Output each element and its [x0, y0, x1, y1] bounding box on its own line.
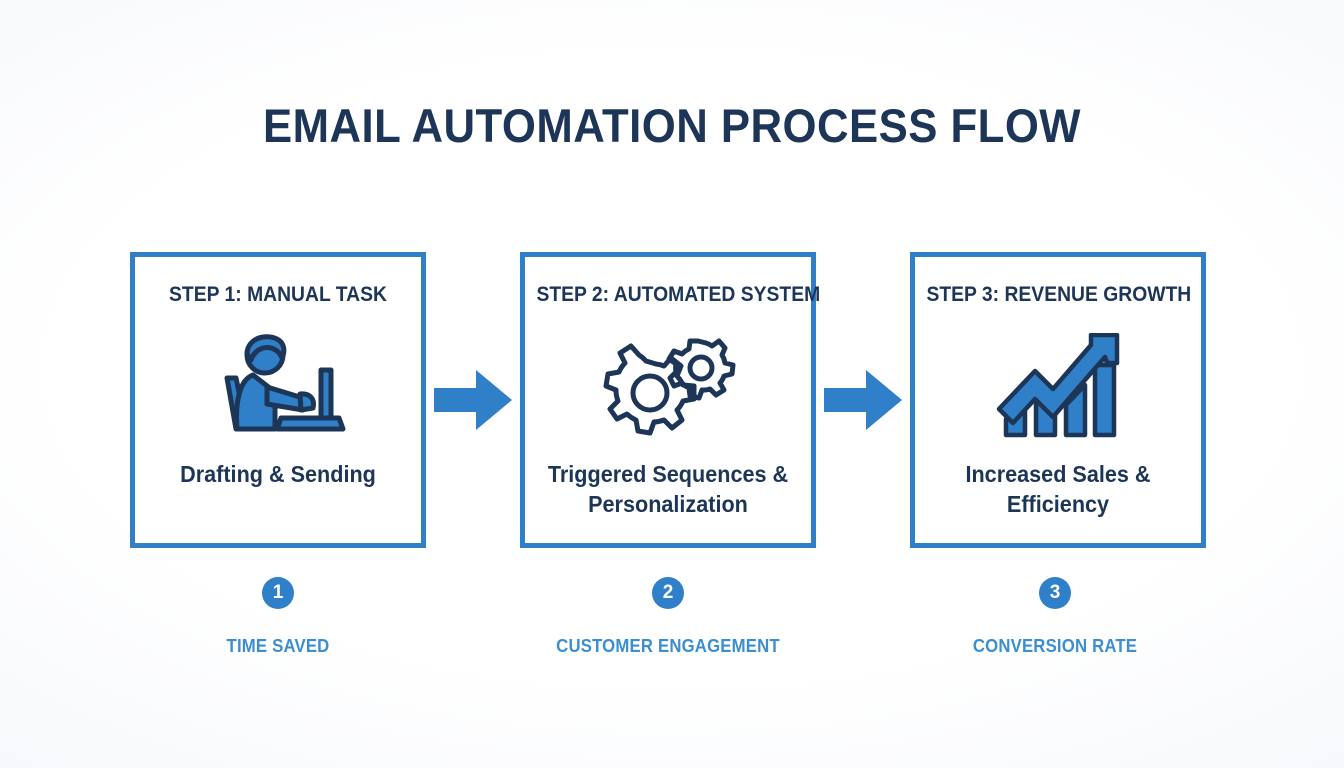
step-card-2-title: STEP 2: AUTOMATED SYSTEM [536, 283, 821, 306]
arrow-step2-to-step3 [824, 368, 902, 432]
metric-label-3: CONVERSION RATE [972, 636, 1138, 656]
metric-label-1: TIME SAVED [226, 636, 330, 656]
step-badge-3[interactable]: 3 [1039, 577, 1071, 609]
step-card-3-caption: Increased Sales & Efficiency [965, 461, 1151, 517]
gears-icon [525, 329, 811, 449]
step-card-2-caption: Triggered Sequences & Personalization [547, 461, 789, 517]
person-at-laptop-icon [135, 329, 421, 449]
step-card-3-title: STEP 3: REVENUE GROWTH [926, 283, 1192, 306]
arrow-step1-to-step2 [434, 368, 512, 432]
metric-label-2: CUSTOMER ENGAGEMENT [556, 636, 780, 656]
step-card-1-title: STEP 1: MANUAL TASK [169, 283, 387, 306]
step-badge-2[interactable]: 2 [652, 577, 684, 609]
step-card-2[interactable]: STEP 2: AUTOMATED SYSTEM Triggered Seque… [520, 252, 821, 548]
step-badge-1[interactable]: 1 [262, 577, 294, 609]
step-card-1[interactable]: STEP 1: MANUAL TASK [130, 252, 426, 548]
growth-chart-icon [915, 329, 1201, 449]
page-title: EMAIL AUTOMATION PROCESS FLOW [262, 99, 1082, 152]
step-card-3[interactable]: STEP 3: REVENUE GROWTH Increased Sales &… [910, 252, 1206, 548]
step-card-1-caption: Drafting & Sending [180, 461, 376, 487]
